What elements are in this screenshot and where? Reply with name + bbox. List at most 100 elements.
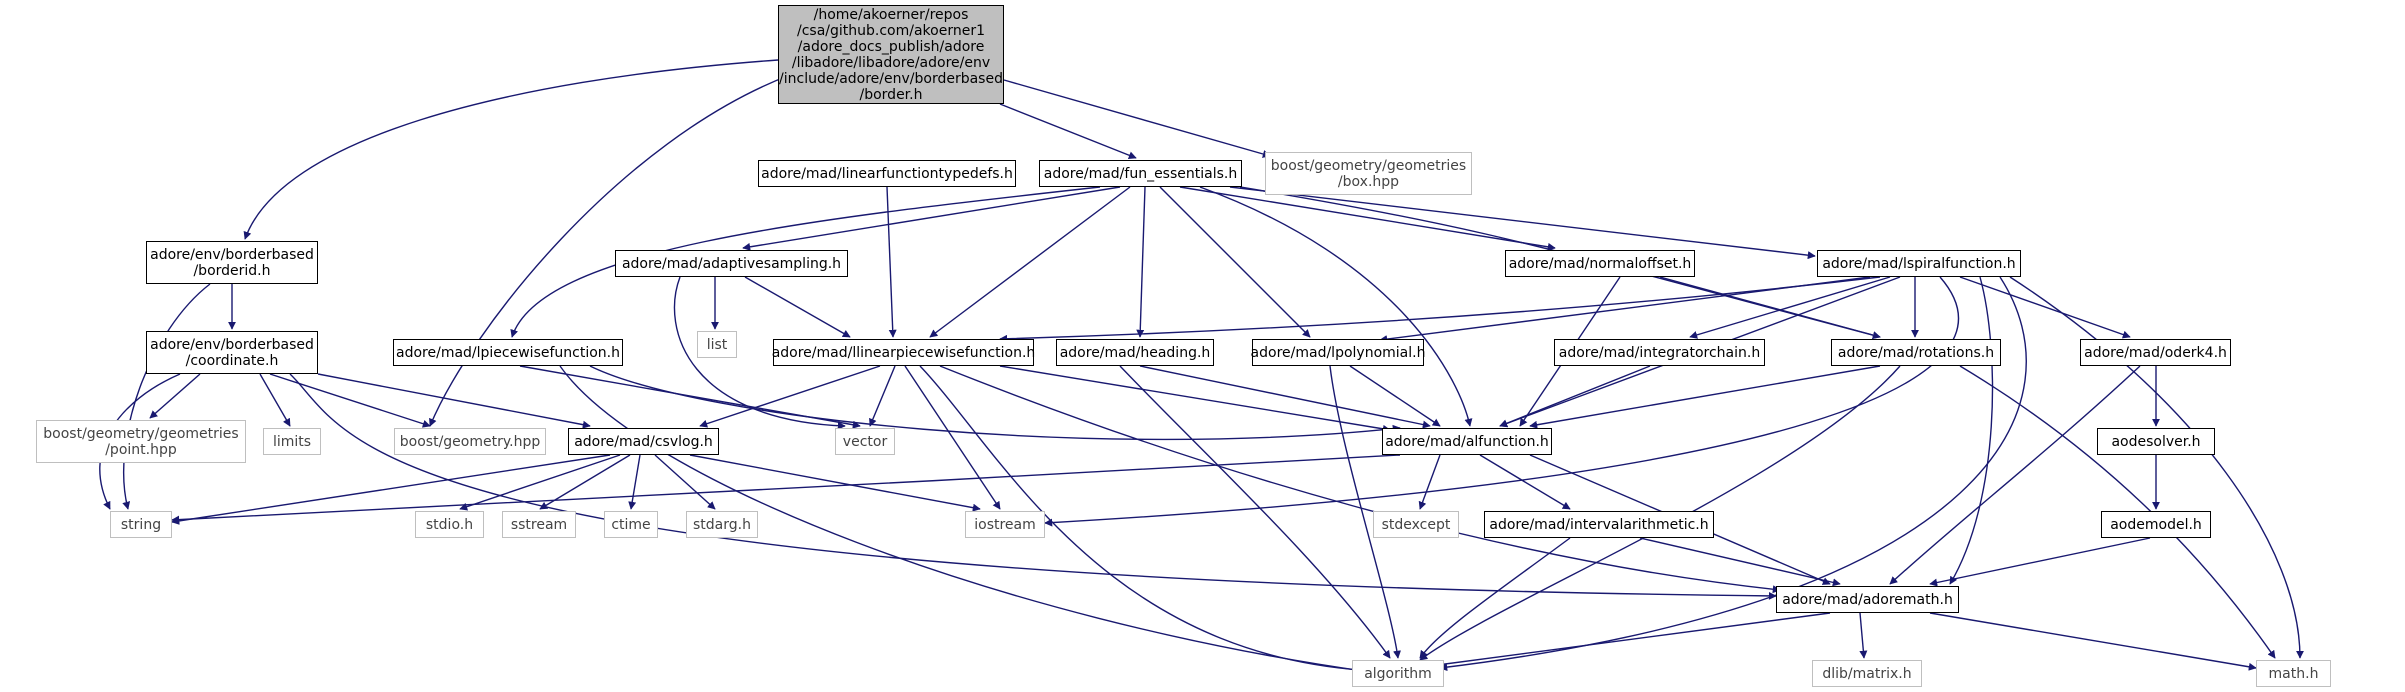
dependency-edge-4 — [1003, 79, 1271, 158]
node-list[interactable]: list — [697, 331, 737, 358]
dependency-edge-34 — [1949, 276, 1994, 585]
dependency-edge-58 — [1929, 537, 2151, 587]
node-aodesolver-h[interactable]: aodesolver.h — [2097, 428, 2215, 455]
node-limits[interactable]: limits — [263, 428, 321, 455]
dependency-edge-12 — [289, 373, 1777, 600]
node-ctime[interactable]: ctime — [604, 511, 658, 538]
node-geometry-hpp[interactable]: boost/geometry.hpp — [394, 428, 546, 455]
node-oderk4-h[interactable]: adore/mad/oderk4.h — [2080, 339, 2231, 366]
dependency-edge-40 — [559, 365, 1371, 675]
dependency-edge-24 — [744, 276, 851, 338]
node-stdio-h[interactable]: stdio.h — [415, 511, 484, 538]
dependency-edge-28 — [999, 276, 1881, 343]
node-intervalarithmetic-h[interactable]: adore/mad/intervalarithmetic.h — [1484, 511, 1714, 538]
dependency-edge-72 — [1859, 612, 1868, 659]
node-rotations-h[interactable]: adore/mad/rotations.h — [1831, 339, 2001, 366]
dependency-edge-71 — [1429, 612, 1831, 670]
node-integratorchain-h[interactable]: adore/mad/integratorchain.h — [1554, 339, 1765, 366]
dependency-edge-1 — [243, 59, 779, 240]
dependency-edge-33 — [1959, 276, 2131, 339]
node-iostream[interactable]: iostream — [965, 511, 1045, 538]
dependency-edge-59 — [171, 454, 1401, 524]
dependency-edge-65 — [171, 454, 611, 525]
dependency-edge-54 — [1959, 365, 2276, 659]
dependency-edge-63 — [1419, 537, 1571, 659]
node-vector[interactable]: vector — [835, 428, 895, 455]
dependency-edge-61 — [1479, 454, 1571, 510]
dependency-edge-30 — [1689, 276, 1891, 339]
dependency-edge-10 — [269, 373, 431, 428]
dependency-edge-64 — [1639, 537, 1841, 587]
dependency-edge-22 — [1199, 186, 1473, 427]
node-borderid-h[interactable]: adore/env/borderbased /borderid.h — [146, 241, 318, 284]
dependency-edge-18 — [1159, 186, 1311, 338]
dependency-edge-60 — [1418, 454, 1441, 510]
node-adoremath-h[interactable]: adore/mad/adoremath.h — [1776, 586, 1959, 613]
dependency-edge-43 — [904, 365, 1001, 510]
dependency-edge-36 — [1439, 276, 2027, 672]
node-lpolynomial-h[interactable]: adore/mad/lpolynomial.h — [1251, 339, 1425, 366]
node-llinearpiecewisefunction-h[interactable]: adore/mad/llinearpiecewisefunction.h — [772, 339, 1035, 366]
dependency-edge-37 — [1044, 276, 1959, 527]
node-adaptivesampling-h[interactable]: adore/mad/adaptivesampling.h — [615, 250, 848, 277]
node-box-hpp[interactable]: boost/geometry/geometries /box.hpp — [1265, 152, 1472, 195]
dependency-edge-41 — [699, 365, 881, 428]
dependency-edges — [99, 59, 2304, 675]
dependency-edge-17 — [1136, 186, 1146, 338]
node-aodemodel-h[interactable]: aodemodel.h — [2101, 511, 2211, 538]
dependency-edge-25 — [673, 276, 846, 430]
node-stdexcept[interactable]: stdexcept — [1373, 511, 1459, 538]
dependency-edge-42 — [869, 365, 896, 427]
node-border-h[interactable]: /home/akoerner/repos /csa/github.com/ako… — [778, 5, 1004, 104]
node-matrix-h[interactable]: dlib/matrix.h — [1812, 660, 1922, 687]
dependency-edge-49 — [1329, 365, 1401, 659]
dependency-edge-47 — [1119, 365, 1391, 659]
node-alfunction-h[interactable]: adore/mad/alfunction.h — [1382, 428, 1552, 455]
dependency-edge-68 — [628, 454, 641, 510]
node-linearfunctiontypedefs-h[interactable]: adore/mad/linearfunctiontypedefs.h — [758, 160, 1016, 187]
dependency-edge-44 — [999, 365, 1391, 433]
dependency-edge-21 — [1239, 186, 1881, 340]
dependency-edge-13 — [886, 186, 897, 338]
node-stdarg-h[interactable]: stdarg.h — [686, 511, 758, 538]
dependency-edge-2 — [429, 74, 791, 427]
node-csvlog-h[interactable]: adore/mad/csvlog.h — [568, 428, 719, 455]
node-fun-essentials-h[interactable]: adore/mad/fun_essentials.h — [1039, 160, 1242, 187]
dependency-edge-6 — [122, 283, 211, 510]
dependency-edge-39 — [589, 365, 1401, 441]
dependency-edge-29 — [1379, 276, 1871, 344]
dependency-edge-45 — [919, 365, 1361, 674]
dependency-edge-20 — [1229, 186, 1816, 260]
node-math-h[interactable]: math.h — [2256, 660, 2331, 687]
node-string[interactable]: string — [110, 511, 172, 538]
dependency-edge-11 — [317, 373, 591, 429]
dependency-edge-70 — [689, 454, 981, 512]
dependency-edge-69 — [654, 454, 716, 510]
dependency-edge-35 — [2009, 276, 2304, 659]
dependency-edge-8 — [149, 373, 201, 419]
node-sstream[interactable]: sstream — [502, 511, 576, 538]
dependency-edge-52 — [1529, 365, 1881, 429]
node-normaloffset-h[interactable]: adore/mad/normaloffset.h — [1505, 250, 1695, 277]
dependency-edge-27 — [1659, 276, 1881, 339]
node-heading-h[interactable]: adore/mad/heading.h — [1056, 339, 1214, 366]
node-algorithm[interactable]: algorithm — [1352, 660, 1444, 687]
dependency-edge-51 — [1499, 365, 1651, 428]
dependency-edge-15 — [510, 186, 1101, 338]
node-lpiecewisefunction-h[interactable]: adore/mad/lpiecewisefunction.h — [393, 339, 623, 366]
dependency-edge-9 — [259, 373, 291, 427]
node-point-hpp[interactable]: boost/geometry/geometries /point.hpp — [36, 420, 246, 463]
dependency-edge-16 — [929, 186, 1131, 338]
dependency-edge-55 — [1889, 365, 2141, 585]
dependency-edge-46 — [939, 365, 1781, 594]
dependency-edge-50 — [1349, 365, 1441, 427]
dependency-edge-14 — [742, 186, 1121, 251]
node-coordinate-h[interactable]: adore/env/borderbased /coordinate.h — [146, 331, 318, 374]
dependency-edge-73 — [1929, 612, 2257, 671]
dependency-edge-3 — [999, 103, 1137, 160]
dependency-edge-66 — [459, 454, 621, 511]
node-lspiralfunction-h[interactable]: adore/mad/lspiralfunction.h — [1817, 250, 2021, 277]
dependency-edge-19 — [1179, 186, 1556, 251]
dependency-edge-48 — [1139, 365, 1431, 429]
